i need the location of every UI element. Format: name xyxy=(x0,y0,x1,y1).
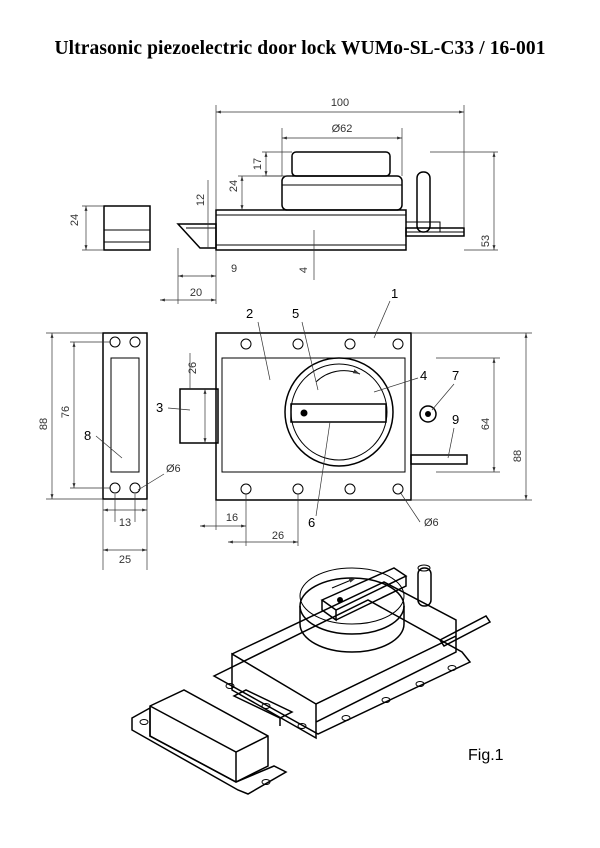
dim-bolt-off: 9 xyxy=(231,263,237,275)
dim-strike-inner: 76 xyxy=(60,406,72,418)
page-title: Ultrasonic piezoelectric door lock WUMo-… xyxy=(54,38,546,59)
part-label-1: 1 xyxy=(391,286,398,301)
front-view: 1 2 3 4 5 6 7 8 9 88 76 Ø6 xyxy=(38,286,532,570)
cable-front xyxy=(410,454,468,465)
dim-strike-h: 24 xyxy=(69,214,81,226)
dim-strike-height: 88 xyxy=(38,418,50,430)
side-view: 100 Ø62 17 24 12 24 9 20 4 53 xyxy=(69,97,498,304)
knob-handle xyxy=(290,403,387,423)
strike-plate xyxy=(102,332,148,500)
dim-strike-width: 25 xyxy=(119,554,131,566)
part-label-5: 5 xyxy=(292,306,299,321)
dim-plate-height: 88 xyxy=(512,450,524,462)
lock-body-side xyxy=(215,209,407,251)
dim-top-dia: Ø62 xyxy=(332,123,353,135)
knob-base-side xyxy=(281,175,403,211)
iso-handle xyxy=(320,567,408,622)
knob-top-side xyxy=(291,151,391,177)
post-side xyxy=(416,171,431,233)
dim-bolt-h: 26 xyxy=(187,362,199,374)
part-label-9: 9 xyxy=(452,412,459,427)
rotation-arrow-icon xyxy=(315,369,361,383)
dim-plate-hole-off: 16 xyxy=(226,512,238,524)
dim-knob-h: 17 xyxy=(252,158,264,170)
dim-plate-hole-spacing: 26 xyxy=(272,530,284,542)
iso-cable xyxy=(438,615,492,647)
dim-top-width: 100 xyxy=(331,97,349,109)
iso-flange xyxy=(212,599,472,735)
dim-knob-h2: 24 xyxy=(228,180,240,192)
part-label-8: 8 xyxy=(84,428,91,443)
dim-body-h: 12 xyxy=(195,194,207,206)
figure-label: Fig.1 xyxy=(468,747,504,764)
part-label-2: 2 xyxy=(246,306,253,321)
dim-base-off: 4 xyxy=(298,267,310,273)
post-front xyxy=(419,405,437,423)
part-label-3: 3 xyxy=(156,400,163,415)
bolt-front xyxy=(179,388,219,444)
part-label-4: 4 xyxy=(420,368,427,383)
dim-plate-inner: 64 xyxy=(480,418,492,430)
lock-plate xyxy=(215,332,412,501)
dim-strike-hole: Ø6 xyxy=(166,463,181,475)
dim-total-h: 53 xyxy=(480,235,492,247)
part-labels: 1 2 3 4 5 6 7 8 9 xyxy=(84,286,459,530)
isometric-view xyxy=(131,564,492,795)
knob-front xyxy=(284,357,394,467)
dim-strike-spacing: 13 xyxy=(119,517,131,529)
part-label-7: 7 xyxy=(452,368,459,383)
part-label-6: 6 xyxy=(308,515,315,530)
dim-bolt-len: 20 xyxy=(190,287,202,299)
dim-plate-hole: Ø6 xyxy=(424,517,439,529)
plate-holes xyxy=(240,338,404,495)
strike-block-side xyxy=(103,205,151,251)
